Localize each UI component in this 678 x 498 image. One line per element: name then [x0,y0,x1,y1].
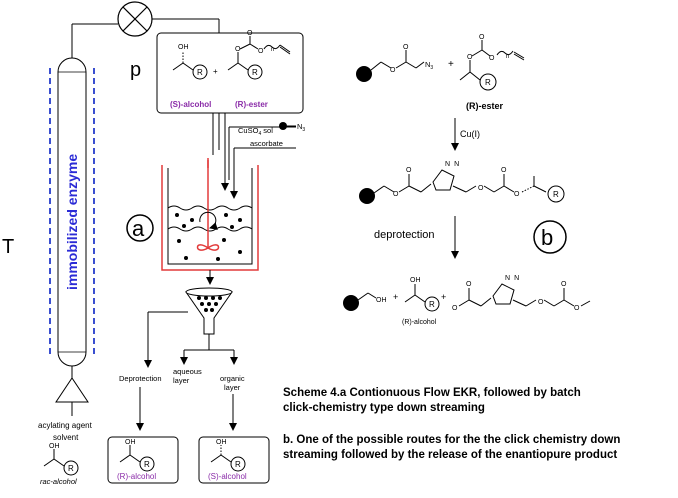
svg-text:R: R [235,460,241,469]
svg-text:O: O [478,185,484,192]
svg-text:NN: NN [505,275,519,282]
reactor-label: a [132,216,145,241]
svg-text:OH: OH [125,439,136,446]
svg-text:O: O [514,191,520,198]
caption-line2: click-chemistry type down streaming [283,402,485,414]
batch-reactor [161,158,259,271]
solvent-label: solvent [53,433,79,442]
s-alcohol-box: OH R (S)-alcohol [198,436,270,484]
enzyme-column: immobilized enzyme [49,57,95,367]
acylating-agent-label: acylating agent [38,421,93,430]
svg-text:+: + [441,292,446,302]
product-box-top: OH R + O O O n R (S)-alcohol (R)-ester [156,30,304,114]
svg-text:O: O [403,44,409,51]
svg-text:O: O [452,305,458,312]
caption-a: Scheme 4.a Contionuous Flow EKR, followe… [283,386,673,416]
svg-text:n: n [506,54,509,60]
svg-text:O: O [390,67,396,74]
svg-text:O: O [406,167,412,174]
svg-text:N3: N3 [425,60,433,71]
svg-text:n: n [271,47,274,53]
separation-funnel [185,287,233,335]
r-ester-label-right: (R)-ester [466,101,504,111]
svg-text:R: R [197,68,203,77]
s-alcohol-label: (S)-alcohol [170,100,211,109]
rac-alcohol-label: rac-alcohol [40,477,77,486]
r-alcohol-label-right: (R)-alcohol [402,319,437,326]
deprotection-label-left: Deprotection [119,374,162,383]
svg-text:R: R [144,460,150,469]
rac-alcohol-structure: OH R rac-alcohol [40,443,79,486]
azide-resin: O O N3 [356,44,433,82]
svg-text:O: O [479,34,485,41]
svg-text:O: O [561,281,567,288]
svg-text:OH: OH [376,297,387,304]
svg-text:OH: OH [410,277,421,284]
pressure-label: p [130,59,141,81]
svg-text:O: O [501,167,507,174]
svg-text:O: O [393,191,399,198]
svg-text:O: O [489,55,495,62]
svg-text:CuSO4 sol: CuSO4 sol [238,126,273,137]
r-alcohol-out-label: (R)-alcohol [117,472,156,481]
svg-text:R: R [252,68,258,77]
caption-line1: Scheme 4.a Contionuous Flow EKR, followe… [283,387,581,399]
svg-text:R: R [485,78,491,87]
caption-line3: b. One of the possible routes for the th… [283,434,621,446]
column-label: immobilized enzyme [64,154,80,290]
deprotection-label-right: deprotection [374,229,435,241]
svg-text:O: O [235,46,241,53]
svg-text:R: R [68,464,74,473]
svg-text:OH: OH [49,443,60,450]
svg-text:O: O [466,281,472,288]
svg-text:OH: OH [216,439,227,446]
svg-text:R: R [553,190,559,199]
scheme-b-label: b [541,225,553,250]
svg-text:+: + [213,67,218,76]
s-alcohol-out-label: (S)-alcohol [208,472,247,481]
svg-text:O: O [247,30,253,37]
caption-b: b. One of the possible routes for the th… [283,433,677,463]
svg-text:O: O [574,305,580,312]
svg-text:O: O [467,54,473,61]
r-alcohol-box: OH R (R)-alcohol [107,436,179,484]
svg-text:OH: OH [178,44,189,51]
svg-text:N3: N3 [297,122,305,133]
svg-text:NN: NN [445,161,459,168]
r-ester-label: (R)-ester [235,100,268,109]
caption-line4: streaming followed by the release of the… [283,449,618,461]
svg-text:+: + [448,59,454,70]
svg-text:+: + [393,292,398,302]
svg-text:O: O [538,299,544,306]
temperature-label: T [2,236,14,258]
svg-text:O: O [258,48,264,55]
pump [71,1,220,58]
svg-text:R: R [429,300,435,309]
r-ester-structure: O O O n R (R)-ester [459,34,525,111]
cu-catalyst-label: Cu(I) [460,129,480,139]
ascorbate-label: ascorbate [250,139,283,148]
